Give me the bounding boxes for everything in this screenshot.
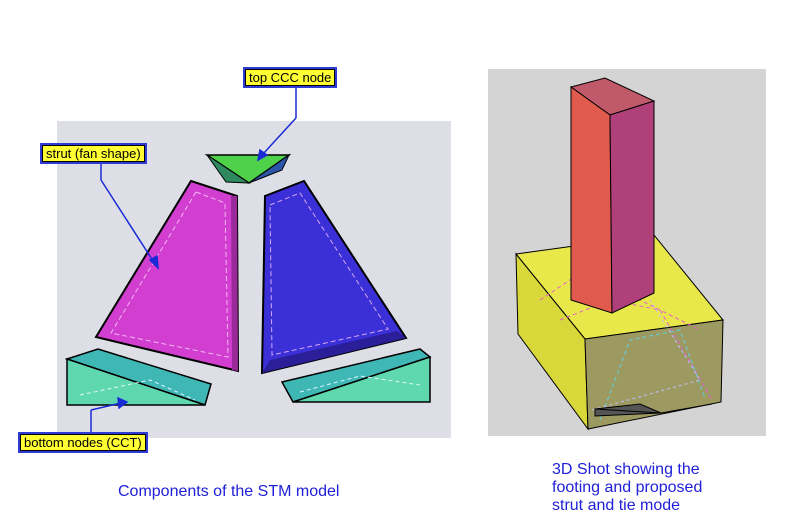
callout-bottom-nodes: bottom nodes (CCT) bbox=[20, 434, 146, 451]
strut-left-magenta bbox=[94, 179, 240, 373]
bottom-node-right bbox=[280, 348, 432, 403]
strut-right-blue bbox=[260, 179, 408, 375]
callout-top-ccc-node: top CCC node bbox=[245, 69, 336, 86]
caption-right: 3D Shot showing the footing and proposed… bbox=[552, 461, 702, 515]
top-ccc-node bbox=[204, 153, 292, 184]
footing-3d-model bbox=[515, 77, 724, 431]
bottom-node-left bbox=[64, 348, 212, 406]
caption-right-line-1: 3D Shot showing the bbox=[552, 461, 700, 478]
caption-left: Components of the STM model bbox=[118, 483, 340, 500]
callout-strut-fan-shape: strut (fan shape) bbox=[42, 145, 145, 162]
caption-right-line-3: strut and tie mode bbox=[552, 497, 681, 514]
caption-right-line-2: footing and proposed bbox=[552, 479, 703, 496]
callout-arrows bbox=[90, 88, 297, 432]
